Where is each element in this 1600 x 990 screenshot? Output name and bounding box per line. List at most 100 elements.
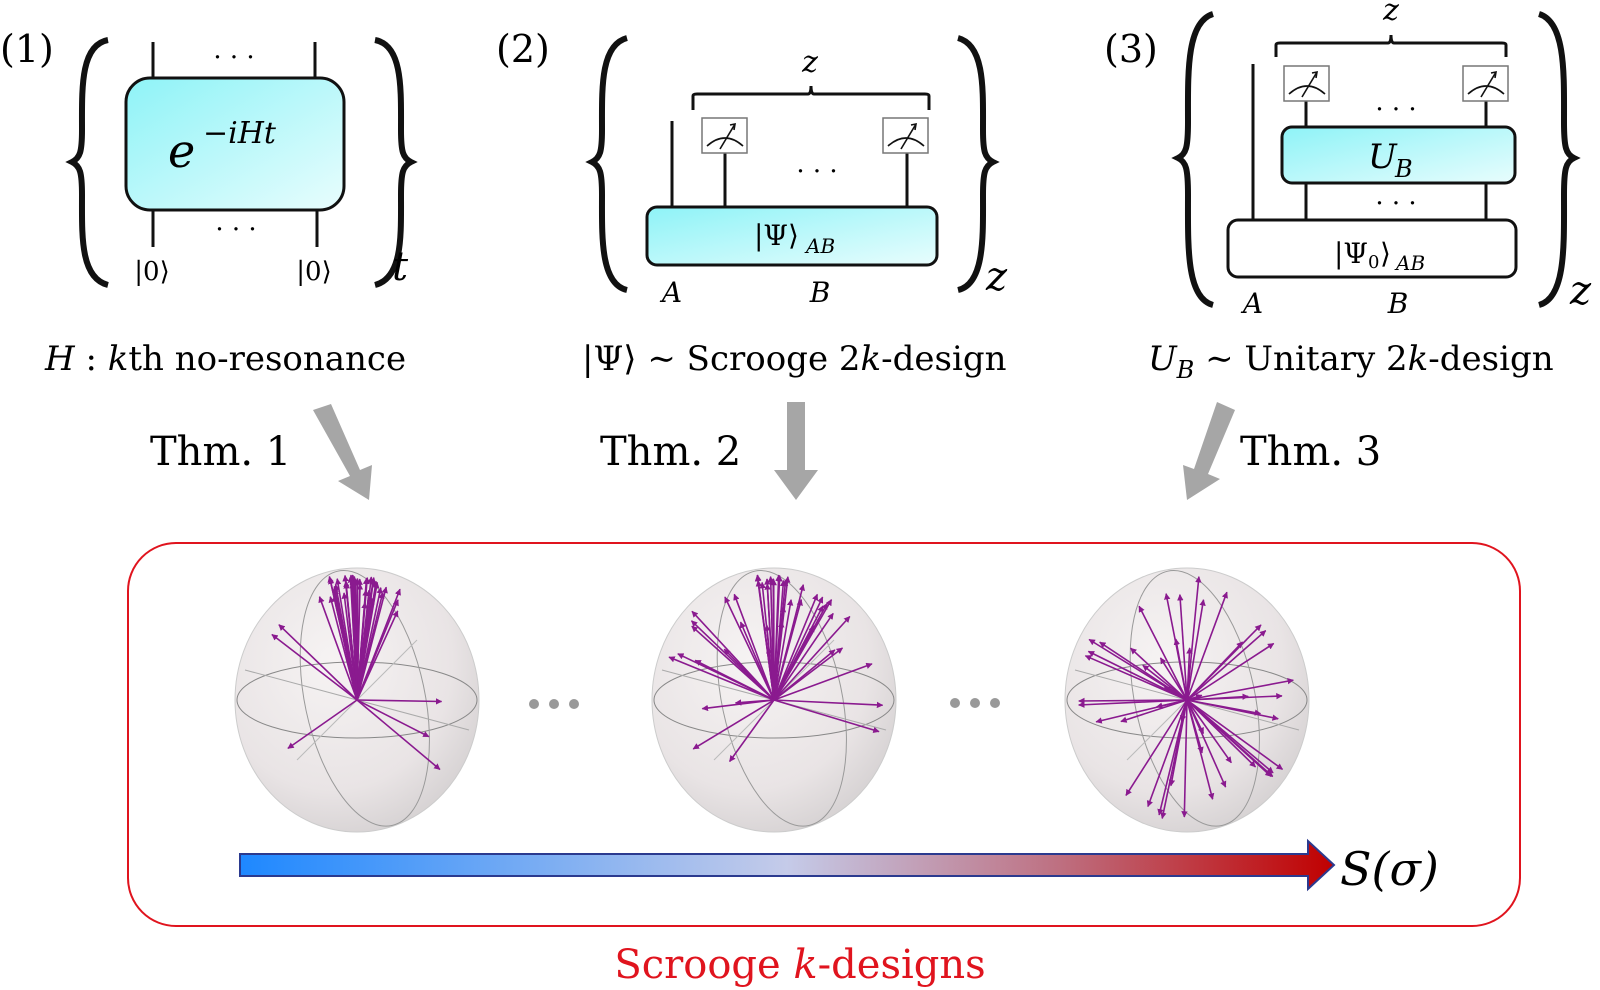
- unitary-label: U: [1368, 137, 1398, 177]
- bloch-vector: [1186, 692, 1283, 701]
- brace-label: z: [801, 45, 818, 80]
- state-label: |Ψ⟩: [754, 219, 799, 252]
- bloch-spheres: [234, 567, 1310, 833]
- bloch-vector: [1186, 641, 1244, 701]
- theorem-1-arrow: [313, 404, 372, 500]
- measurement-meter-icon: [882, 117, 929, 154]
- input-state: |0⟩: [296, 257, 331, 287]
- right-curly-brace: [1537, 11, 1581, 308]
- bloch-vector: [341, 592, 358, 701]
- meridian: [299, 570, 430, 827]
- subsystem-label-A: A: [659, 276, 682, 309]
- panel-2: (2) z · · · |Ψ⟩ AB A B z: [496, 27, 1008, 309]
- bloch-vector: [1186, 591, 1228, 701]
- bloch-vector: [287, 699, 358, 750]
- bloch-vector: [773, 593, 819, 701]
- input-state: |0⟩: [134, 257, 169, 287]
- bloch-vector: [1120, 699, 1188, 723]
- condition-math: |Ψ⟩: [582, 339, 637, 379]
- bloch-vector: [1186, 699, 1274, 774]
- bloch-vector: [1186, 699, 1284, 771]
- bloch-vector: [356, 698, 443, 705]
- bloch-vector: [723, 648, 775, 701]
- subsystem-label-B: B: [1387, 287, 1409, 320]
- bloch-vector: [1186, 642, 1275, 701]
- bloch-vector: [271, 633, 358, 701]
- bloch-vector: [1157, 699, 1188, 816]
- bloch-vector: [1186, 599, 1206, 701]
- measurement-overbrace: [1274, 34, 1508, 57]
- ellipsis: · · ·: [1375, 95, 1416, 125]
- bloch-vector: [1142, 664, 1188, 701]
- bloch-vector: [701, 699, 775, 712]
- bloch-vector: [1186, 699, 1279, 721]
- meridian: [716, 570, 847, 827]
- bloch-vector: [773, 612, 834, 701]
- condition-1: H : kth no-resonance: [44, 339, 406, 379]
- ellipsis: · · ·: [213, 43, 254, 73]
- bloch-vector: [773, 699, 884, 709]
- theorem-2-arrow: [774, 402, 818, 500]
- bloch-vector: [356, 599, 399, 701]
- bloch-vector: [349, 578, 358, 701]
- bloch-vector: [773, 584, 805, 701]
- panel-3-index: (3): [1104, 27, 1158, 71]
- gate-exponent: −iHt: [203, 116, 277, 151]
- condition-math: U: [1148, 339, 1178, 379]
- measurement-meter-icon: [1462, 65, 1509, 102]
- bloch-vector: [1186, 647, 1193, 701]
- bloch-vector: [773, 647, 844, 701]
- bloch-vector: [356, 601, 368, 701]
- bloch-vector: [668, 656, 775, 701]
- bloch-vector: [278, 624, 358, 701]
- subsystem-label-A: A: [1240, 287, 1263, 320]
- bloch-vector: [1168, 699, 1188, 787]
- panel-1: (1) · · · · · · e −iHt |0⟩ |0⟩ t: [0, 27, 418, 290]
- bloch-vector: [1186, 629, 1267, 701]
- left-curly-brace: [585, 35, 629, 293]
- ellipsis-dots: [529, 699, 579, 709]
- state-subscript: AB: [1394, 251, 1425, 275]
- bloch-sphere-uniform-ensemble: [1064, 567, 1310, 833]
- bloch-vector: [755, 574, 775, 701]
- ellipsis-dots: [950, 698, 1000, 708]
- bloch-vector: [1087, 650, 1188, 701]
- left-curly-brace: [1171, 11, 1215, 308]
- unitary-gate-UB: [1280, 125, 1517, 185]
- bloch-vector: [356, 699, 441, 771]
- ellipsis: · · ·: [796, 157, 837, 187]
- bloch-vector: [318, 596, 358, 701]
- state-sub0: 0: [1368, 252, 1379, 273]
- time-evolution-gate: [124, 76, 346, 212]
- gate-base: e: [168, 124, 195, 178]
- right-curly-brace: [956, 35, 1000, 293]
- condition-3: UB ∼ Unitary 2k-design: [1148, 339, 1554, 384]
- bloch-sphere-concentrated-ensemble: [234, 567, 480, 833]
- bloch-vector: [1138, 605, 1188, 701]
- measurement-meter-icon: [1283, 65, 1330, 102]
- panel-1-index: (1): [0, 27, 54, 71]
- initial-state-box: [1226, 218, 1518, 279]
- right-curly-brace: [373, 37, 418, 288]
- panel-3: (3) z · · · U B · · · |Ψ: [1104, 0, 1592, 320]
- bloch-vector: [1177, 594, 1188, 701]
- bloch-vector: [1173, 638, 1188, 701]
- repeat-variable: t: [392, 244, 409, 290]
- entropy-label: S(σ): [1340, 842, 1439, 896]
- subsystem-label-B: B: [809, 276, 831, 309]
- bloch-vector: [1186, 699, 1232, 764]
- brace-label: z: [1382, 0, 1399, 28]
- theorem-1-label: Thm. 1: [150, 429, 291, 475]
- bloch-vector: [1181, 699, 1188, 818]
- bloch-vector: [1186, 699, 1205, 735]
- state-label: |Ψ: [1334, 237, 1368, 270]
- repeat-variable: z: [985, 254, 1008, 300]
- condition-math: H: [44, 339, 76, 379]
- entangled-state-box: [645, 205, 939, 267]
- bloch-vector: [773, 615, 851, 701]
- bloch-vector: [773, 699, 880, 734]
- measurement-meter-icon: [701, 117, 748, 154]
- state-subscript: AB: [804, 234, 835, 258]
- entropy-gradient-arrow: [239, 838, 1336, 892]
